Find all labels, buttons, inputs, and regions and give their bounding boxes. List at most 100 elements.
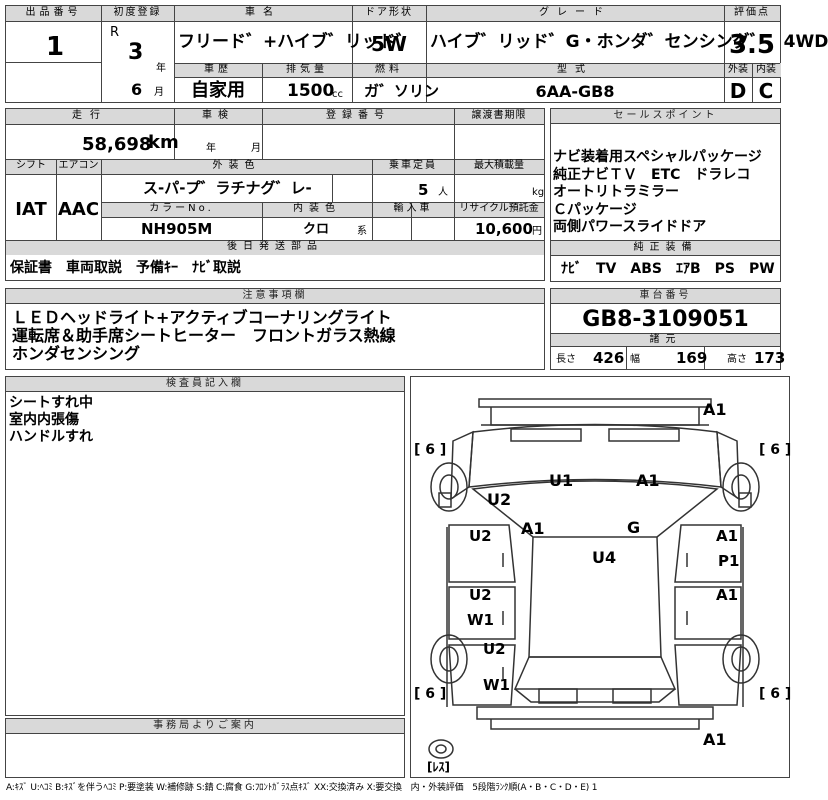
- tire-front-left: [ 6 ]: [414, 442, 447, 458]
- inspector-block: 検査員記入欄 シートすれ中室内内張傷ハンドルすれ: [5, 376, 405, 716]
- note-line: 運転席＆助手席シートヒーター フロントガラス熱線: [12, 326, 396, 345]
- grade: ハイブ゛リッド゛G・ホンダ゛センシング゛ 4WD: [430, 32, 828, 52]
- sales-point-line: Ｃパッケージ: [553, 201, 637, 218]
- door-type: 5W: [371, 32, 407, 56]
- month-unit: 月: [154, 87, 164, 98]
- later-parts-block: 保証書 車両取説 予備ｷｰ ﾅﾋﾞ取説: [5, 255, 545, 281]
- notes-block: 注意事項欄 ＬＥＤヘッドライト+アクティブコーナリングライト運転席＆助手席シート…: [5, 288, 545, 370]
- tire-rear-right: [ 6 ]: [759, 686, 792, 702]
- color-number: NH905M: [141, 220, 213, 238]
- mark-front-door-left: U2: [469, 527, 492, 545]
- height: 173: [754, 349, 786, 367]
- mark-pillar-left: A1: [521, 519, 545, 538]
- int-color-suffix: 系: [357, 226, 367, 237]
- inspector-note-line: ハンドルすれ: [9, 429, 93, 445]
- insp-year-unit: 年: [206, 143, 216, 154]
- car-outline: [428, 398, 760, 759]
- vehicle-summary-block: 出品番号 初度登録 車名 ドア形状 グレード 評価点 1 R 3 年 6 月 フ…: [5, 5, 828, 103]
- sales-point-line: 両側パワースライドドア: [553, 219, 707, 235]
- note-line: ＬＥＤヘッドライト+アクティブコーナリングライト: [12, 308, 392, 327]
- era: R: [110, 25, 120, 40]
- mark-hood-left: U1: [549, 471, 574, 490]
- note-line: ホンダセンシング: [12, 344, 141, 363]
- lot-no-label: 出品番号: [25, 7, 82, 18]
- oem-equipment: ﾅﾋﾞ TV ABS ｴｱB PS PW: [561, 261, 775, 277]
- recycle-label: リサイクル預託金: [459, 203, 539, 214]
- fuel: ガ゛ソリン: [364, 82, 440, 100]
- first-reg-label: 初度登録: [113, 7, 162, 18]
- shift: IAT: [15, 199, 47, 220]
- load-unit: kg: [532, 187, 545, 198]
- recycle-fee: 10,600: [475, 220, 533, 238]
- length: 426: [593, 349, 625, 367]
- exterior-color: ス-パ-プ゛ラチナグ゛レ-: [143, 179, 312, 197]
- color-label: 外装色: [212, 160, 261, 171]
- later-parts-text: 保証書 車両取説 予備ｷｰ ﾅﾋﾞ取説: [10, 260, 241, 276]
- mark-windshield: G: [627, 518, 641, 537]
- transfer-label: 譲渡書期限: [471, 110, 527, 121]
- chassis-number: GB8-3109051: [582, 307, 749, 332]
- mark-hood-right: A1: [636, 471, 660, 490]
- overall-score: 3.5: [728, 30, 776, 60]
- mark-front-fender-left: U2: [487, 490, 512, 509]
- sales-points-label: セールスポイント: [551, 109, 780, 124]
- km-unit: km: [148, 132, 179, 153]
- mark-front-door-right-2: P1: [718, 552, 740, 570]
- ext-label: 外装: [728, 64, 748, 75]
- notes-label: 注意事項欄: [6, 289, 544, 304]
- spare-tire: [ﾚｽ]: [427, 760, 450, 774]
- import-label: 輸入車: [393, 203, 433, 214]
- inspector-note-line: シートすれ中: [9, 395, 93, 411]
- length-label: 長さ: [556, 354, 576, 365]
- recycle-unit: 円: [532, 226, 542, 237]
- mark-front-bumper: A1: [703, 400, 727, 419]
- mark-roof: U4: [592, 548, 617, 567]
- reg-no-label: 登録番号: [326, 110, 390, 121]
- fuel-label: 燃料: [375, 64, 403, 75]
- int-color-label: 内装色: [293, 203, 341, 214]
- spec-label: 諸元: [649, 334, 682, 345]
- displacement-label: 排気量: [286, 64, 328, 75]
- office-block: 事務局よりご案内: [5, 718, 405, 778]
- capacity-label: 乗車定員: [389, 160, 437, 171]
- mark-rear-door-right: A1: [716, 586, 739, 604]
- vehicle-details-block: 走行 車検 登録番号 譲渡書期限 58,698 km 年 月 シフト エアコン …: [5, 108, 545, 256]
- inspector-note-line: 室内内張傷: [9, 412, 79, 428]
- interior-color: クロ: [303, 222, 330, 237]
- insp-month-unit: 月: [251, 143, 261, 154]
- capacity: 5: [418, 181, 429, 199]
- inspection-label: 車検: [202, 110, 234, 121]
- notes-list: ＬＥＤヘッドライト+アクティブコーナリングライト運転席＆助手席シートヒーター フ…: [12, 309, 396, 363]
- mileage-label: 走行: [72, 110, 108, 121]
- ext-score: D: [729, 79, 747, 103]
- mark-rear-bumper: A1: [703, 730, 727, 749]
- mark-rear-door-left-2: W1: [467, 611, 494, 629]
- office-label: 事務局よりご案内: [6, 719, 404, 734]
- model: 6AA-GB8: [535, 82, 615, 101]
- damage-diagram: [ 6 ] [ 6 ] [ 6 ] [ 6 ] [ﾚｽ] A1 U1 A1 U2…: [410, 376, 792, 778]
- first-reg-month: 6: [131, 80, 143, 99]
- cc-unit: cc: [332, 89, 343, 100]
- mark-front-door-right-1: A1: [716, 527, 739, 545]
- history-label: 車歴: [204, 64, 232, 75]
- lot-number: 1: [46, 32, 65, 62]
- model-label: 型式: [557, 64, 593, 75]
- sales-points-block: セールスポイント ナビ装着用スペシャルパッケージ純正ナビＴＶ ETC ドラレコオ…: [550, 108, 781, 282]
- height-label: 高さ: [727, 354, 747, 365]
- tire-front-right: [ 6 ]: [759, 442, 792, 458]
- chassis-block: 車台番号 GB8-3109051 諸元 長さ 426 幅 169 高さ 173: [550, 288, 785, 370]
- mark-rear-fender-left: U2: [483, 640, 506, 658]
- grade-label: グレード: [539, 7, 611, 18]
- int-label: 内装: [756, 64, 776, 75]
- tire-rear-left: [ 6 ]: [414, 686, 447, 702]
- sales-point-line: ナビ装着用スペシャルパッケージ: [553, 149, 762, 165]
- oem-label: 純正装備: [633, 242, 698, 253]
- sales-point-line: オートリトラミラー: [553, 184, 679, 200]
- score-label: 評価点: [734, 7, 770, 18]
- mileage: 58,698: [82, 134, 152, 155]
- width: 169: [676, 349, 708, 367]
- car-name-label: 車名: [245, 7, 281, 18]
- shift-label: シフト: [16, 160, 46, 171]
- load-label: 最大積載量: [474, 160, 524, 171]
